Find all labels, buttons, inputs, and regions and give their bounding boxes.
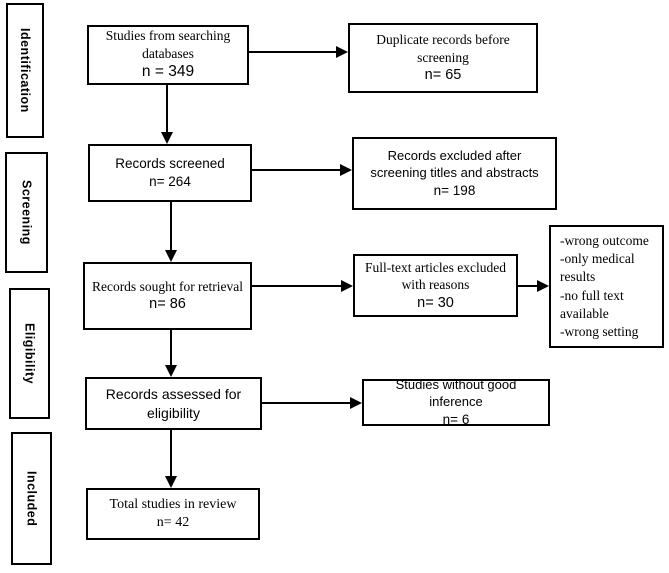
box-records-sought: Records sought for retrieval n= 86 — [83, 262, 252, 330]
box-fulltext-excluded-n: n= 30 — [417, 294, 454, 311]
exclusion-reason-only-medical: -only medical results — [560, 251, 635, 285]
arrow-assessed-to-total-line — [170, 430, 172, 477]
arrow-searching-to-screened-line — [166, 85, 168, 133]
box-records-sought-text: Records sought for retrieval — [91, 278, 244, 294]
arrow-searching-to-duplicates-line — [249, 51, 337, 53]
box-records-sought-n: n= 86 — [149, 296, 186, 313]
box-records-assessed-text: Records assessed for eligibility — [105, 386, 242, 421]
arrow-fulltext-to-reasons-head — [537, 280, 549, 292]
arrow-screened-to-excluded-line — [252, 169, 341, 171]
arrow-assessed-to-inference-head — [350, 397, 362, 409]
arrow-searching-to-screened-head — [161, 132, 173, 144]
box-duplicate-records: Duplicate records before screening n= 65 — [348, 23, 538, 93]
stage-label-identification: Identification — [6, 3, 44, 138]
box-exclusion-reasons: -wrong outcome -only medical results -no… — [549, 225, 664, 348]
arrow-assessed-to-total-head — [165, 476, 177, 488]
exclusion-reason-wrong-outcome: -wrong outcome — [560, 232, 649, 248]
arrow-searching-to-duplicates-head — [336, 46, 348, 58]
stage-label-screening: Screening — [5, 152, 48, 273]
box-no-inference-text: Studies without good inference — [395, 376, 517, 409]
box-studies-from-searching-n: n = 349 — [141, 63, 195, 81]
box-records-screened-text: Records screened — [115, 156, 225, 172]
arrow-assessed-to-inference-line — [262, 402, 350, 404]
box-records-excluded-titles: Records excluded after screening titles … — [352, 137, 557, 210]
box-studies-from-searching-text: Studies from searching databases — [105, 28, 231, 61]
arrow-sought-to-fulltext-head — [341, 280, 353, 292]
box-duplicate-records-n: n= 65 — [424, 67, 462, 84]
box-no-inference-n: n= 6 — [442, 411, 470, 427]
arrow-screened-to-sought-line — [170, 202, 172, 250]
stage-label-included: Included — [11, 432, 52, 565]
box-fulltext-excluded: Full-text articles excluded with reasons… — [353, 254, 518, 317]
stage-label-eligibility: Eligibility — [9, 288, 50, 419]
box-duplicate-records-text: Duplicate records before screening — [376, 32, 510, 65]
arrow-screened-to-excluded-head — [340, 164, 352, 176]
box-records-assessed: Records assessed for eligibility — [85, 377, 262, 430]
arrow-sought-to-fulltext-line — [252, 285, 342, 287]
arrow-sought-to-assessed-line — [170, 330, 172, 366]
box-total-studies-text: Total studies in review — [109, 496, 237, 512]
arrow-sought-to-assessed-head — [165, 365, 177, 377]
box-studies-from-searching: Studies from searching databases n = 349 — [87, 25, 249, 85]
box-records-screened-n: n= 264 — [149, 174, 191, 189]
exclusion-reason-no-fulltext: -no full text available — [560, 287, 624, 321]
arrow-screened-to-sought-head — [165, 250, 177, 262]
box-records-excluded-titles-n: n= 198 — [433, 182, 476, 198]
box-no-inference: Studies without good inference n= 6 — [362, 376, 550, 427]
arrow-fulltext-to-reasons-line — [518, 285, 538, 287]
box-fulltext-excluded-text: Full-text articles excluded with reasons — [365, 259, 506, 293]
box-total-studies-n: n= 42 — [156, 515, 190, 530]
box-total-studies: Total studies in review n= 42 — [86, 488, 260, 540]
exclusion-reason-wrong-setting: -wrong setting — [560, 323, 639, 339]
box-records-screened: Records screened n= 264 — [88, 144, 252, 202]
box-records-excluded-titles-text: Records excluded after screening titles … — [370, 147, 539, 180]
